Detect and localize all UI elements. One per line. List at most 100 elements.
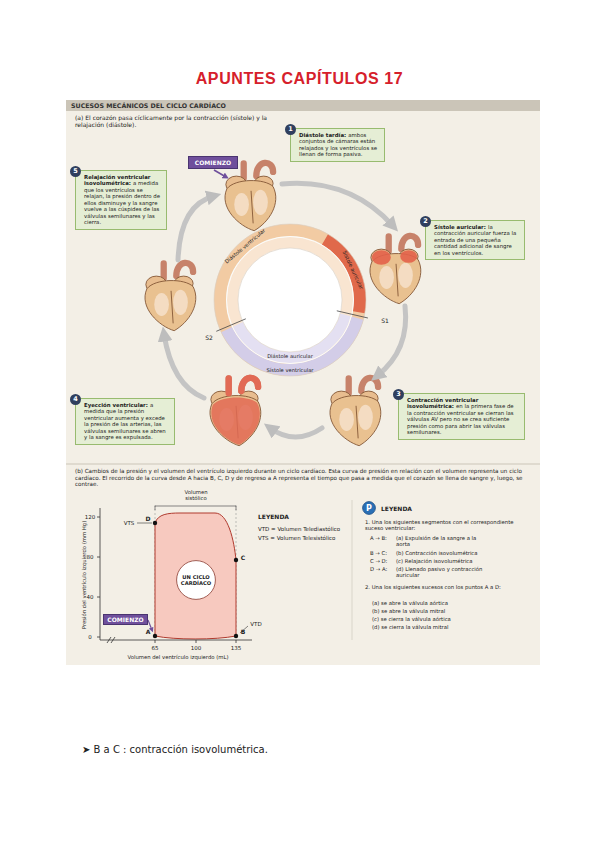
stage-heading: Eyección ventricular: <box>84 402 148 408</box>
cycle-arrow <box>377 306 406 376</box>
label-text: (d) Llenado pasivo y contracción auricul… <box>396 566 491 579</box>
cycle-arrow <box>282 183 393 226</box>
contracting-atrium <box>372 250 391 265</box>
label-text: 135 <box>231 645 242 652</box>
volume-bracket <box>155 506 236 510</box>
x-axis <box>100 640 252 641</box>
loop-point <box>234 634 238 638</box>
start-pointer <box>214 170 226 177</box>
ring-band <box>233 243 348 358</box>
heart <box>330 378 381 446</box>
label-text: Diástole auricular <box>267 353 313 359</box>
label-text: (b) Contracción isovolumétrica <box>396 550 516 556</box>
callout-number: 3 <box>393 389 404 400</box>
sound-tick <box>216 319 246 332</box>
cycle-arrow <box>178 196 214 260</box>
label-text: D → A: <box>370 566 387 572</box>
icon-circle: P <box>362 501 376 515</box>
cycle-arrows <box>164 183 406 437</box>
loop-point <box>234 558 238 562</box>
stage-box: 2Sístole auricular:la contracción auricu… <box>425 220 525 260</box>
y-axis <box>100 508 101 640</box>
axis-ticks <box>97 517 236 643</box>
ring-center <box>238 248 342 352</box>
start-box: COMIENZO <box>103 614 148 625</box>
label-text: Diástole ventricular <box>224 227 267 264</box>
cycle-arrow <box>164 334 204 398</box>
label-text: B <box>241 628 246 635</box>
note-text: ➤ B a C : contracción isovolumétrica. <box>82 744 268 756</box>
callout-number: 1 <box>285 124 296 135</box>
label-text: (b) se abre la válvula mitral <box>372 608 445 614</box>
start-box: COMIENZO <box>188 156 238 169</box>
node-text: UN CICLO CARDÍACO <box>180 574 212 586</box>
cycle-circle: UN CICLO CARDÍACO <box>176 560 216 600</box>
label-text: A <box>146 628 151 635</box>
legend-entry: VTS = Volumen Telesistólico <box>258 535 335 542</box>
node-text: SUCESOS MECÁNICOS DEL CICLO CARDÍACO <box>71 102 226 109</box>
label-text: VTD <box>250 621 261 628</box>
heart <box>370 236 421 304</box>
label-text: 80 <box>87 554 94 561</box>
label-text: 100 <box>191 645 202 652</box>
loop-point <box>153 521 157 525</box>
callout-number: 4 <box>70 394 81 405</box>
pv-chart <box>97 500 352 643</box>
label-text: LEYENDA <box>381 505 412 512</box>
label-text: A → B: <box>370 535 387 541</box>
leader-line <box>137 523 152 524</box>
label-text: (a) se abre la válvula aórtica <box>372 600 448 606</box>
header-band: SUCESOS MECÁNICOS DEL CICLO CARDÍACO <box>66 100 540 111</box>
loop-point <box>153 634 157 638</box>
callout-number: 5 <box>70 166 81 177</box>
label-text: LEYENDA <box>258 513 289 520</box>
label-text: S1 <box>381 317 389 324</box>
label-text: Volumen sistólico <box>174 489 218 502</box>
sound-tick <box>337 311 368 318</box>
cycle-arrow <box>270 428 322 437</box>
figure-caption: (b) Cambios de la presión y el volumen d… <box>75 468 535 488</box>
contracting-atrium <box>400 250 417 263</box>
node-text: COMIENZO <box>107 616 143 623</box>
cycle-ring <box>214 224 368 376</box>
heart-illustrations <box>145 163 421 446</box>
label-text: (c) se cierra la válvula aórtica <box>372 616 451 622</box>
axis-break <box>107 637 115 643</box>
label-text: 120 <box>85 514 96 521</box>
label-text: VTS <box>124 520 135 527</box>
legend-entry: VTD = Volumen Telediastólico <box>258 526 340 533</box>
circle-shape <box>177 561 216 600</box>
label-text: (d) se cierra la válvula mitral <box>372 624 448 630</box>
legend-divider <box>352 500 353 640</box>
label-text: (c) Relajación isovolumétrica <box>396 558 516 564</box>
label-text: Volumen del ventrículo izquierdo (mL) <box>128 654 229 660</box>
stage-box: 5Relajación ventricular isovolumétrica:a… <box>75 170 167 230</box>
heart <box>210 378 261 446</box>
great-vessel <box>229 378 258 393</box>
stage-box: 3Contracción ventricular isovolumétrica:… <box>398 393 525 440</box>
label-text: S2 <box>205 334 213 341</box>
heart <box>210 378 261 446</box>
label-text: Sístole auricular <box>341 250 364 291</box>
stage-heading: Sístole auricular: <box>434 224 486 230</box>
label-text: 65 <box>152 645 159 652</box>
figure-panel <box>66 100 540 665</box>
label-text: D <box>146 515 151 522</box>
heart <box>225 163 276 231</box>
label-text: C <box>241 554 245 561</box>
contracting-ventricle <box>211 397 260 444</box>
legend-text: VTS = Volumen Telesistólico <box>258 535 335 541</box>
label-text: 1. Una los siguientes segmentos con el c… <box>365 519 530 532</box>
label-text: Presión del ventrículo izquierdo (mm Hg) <box>81 521 87 629</box>
heart <box>370 236 421 304</box>
node-text: P <box>366 504 372 513</box>
ring-separator <box>227 237 354 364</box>
callout-number: 2 <box>420 216 431 227</box>
label-text: (a) Expulsión de la sangre a la aorta <box>396 535 491 548</box>
label-text: Sístole ventricular <box>267 367 314 373</box>
figure-caption: (a) El corazón pasa cíclicamente por la … <box>75 114 285 128</box>
label-text: 40 <box>87 594 94 601</box>
label-text: 2. Una los siguientes sucesos con los pu… <box>365 584 515 590</box>
